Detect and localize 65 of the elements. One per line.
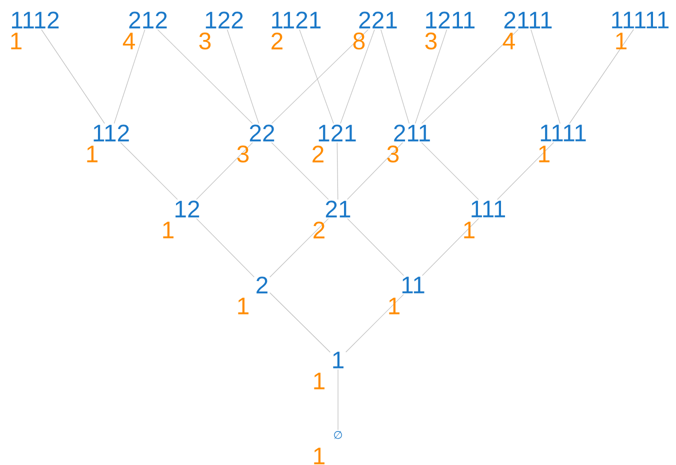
connector-line: [270, 292, 330, 353]
connector-line: [497, 142, 554, 200]
connector-line: [530, 29, 560, 124]
connector-line: [299, 29, 334, 124]
composition-label: 122: [206, 12, 243, 28]
connector-line: [569, 29, 634, 124]
composition-label: 221: [359, 12, 397, 28]
composition-label: 111: [472, 200, 505, 218]
composition-label: 1121: [272, 12, 321, 28]
composition-label: 11111: [612, 12, 669, 28]
connector-line: [114, 29, 146, 124]
composition-label: 2111: [504, 12, 552, 28]
composition-label: 11: [402, 276, 424, 294]
connector-line: [41, 29, 105, 124]
connector-line: [346, 294, 404, 352]
connector-line: [196, 218, 254, 278]
count-label: 8: [353, 32, 365, 50]
composition-label: 1111: [540, 124, 586, 142]
connector-line: [157, 29, 253, 124]
count-label: 1: [389, 298, 400, 314]
count-label: 1: [539, 146, 550, 162]
count-label: 2: [272, 32, 282, 50]
count-label: 1: [87, 146, 98, 162]
composition-label: 12: [176, 200, 200, 218]
connector-line: [336, 142, 338, 200]
connector-line: [196, 142, 253, 200]
composition-label: 22: [250, 124, 274, 142]
composition-label: 21: [326, 200, 350, 218]
connector-line: [271, 142, 329, 200]
composition-label: 1211: [426, 12, 475, 28]
count-label: 3: [237, 146, 249, 162]
connector-line: [347, 142, 403, 200]
count-label: 1: [464, 222, 474, 238]
connector-line: [347, 218, 404, 276]
count-label: 4: [502, 32, 515, 50]
count-label: 4: [122, 32, 135, 50]
composition-label: 1112: [12, 12, 59, 28]
composition-label: ∅: [334, 431, 342, 439]
count-label: 3: [387, 146, 399, 162]
composition-label: 2: [256, 276, 268, 294]
composition-label: 1: [333, 352, 344, 368]
connector-line: [380, 29, 410, 124]
composition-label: 212: [129, 12, 167, 28]
connector-line: [340, 29, 375, 124]
connector-line: [422, 29, 519, 124]
connector-line: [422, 218, 479, 276]
connector-line: [270, 218, 329, 278]
connector-line: [414, 29, 448, 124]
count-label: 1: [314, 372, 324, 390]
composition-label: 112: [94, 124, 129, 142]
connector-line: [272, 29, 369, 124]
count-label: 1: [238, 298, 248, 314]
connector-line: [421, 142, 479, 200]
connector-line: [226, 29, 260, 124]
count-label: 1: [314, 448, 324, 464]
count-label: 2: [312, 146, 324, 162]
count-label: 1: [616, 32, 626, 50]
connector-line: [120, 142, 178, 200]
count-label: 1: [163, 222, 174, 238]
count-label: 3: [199, 32, 211, 50]
composition-label: 121: [318, 124, 356, 142]
count-label: 3: [425, 32, 437, 50]
composition-label: 211: [394, 124, 430, 142]
count-label: 2: [314, 222, 324, 238]
count-label: 1: [11, 32, 22, 50]
